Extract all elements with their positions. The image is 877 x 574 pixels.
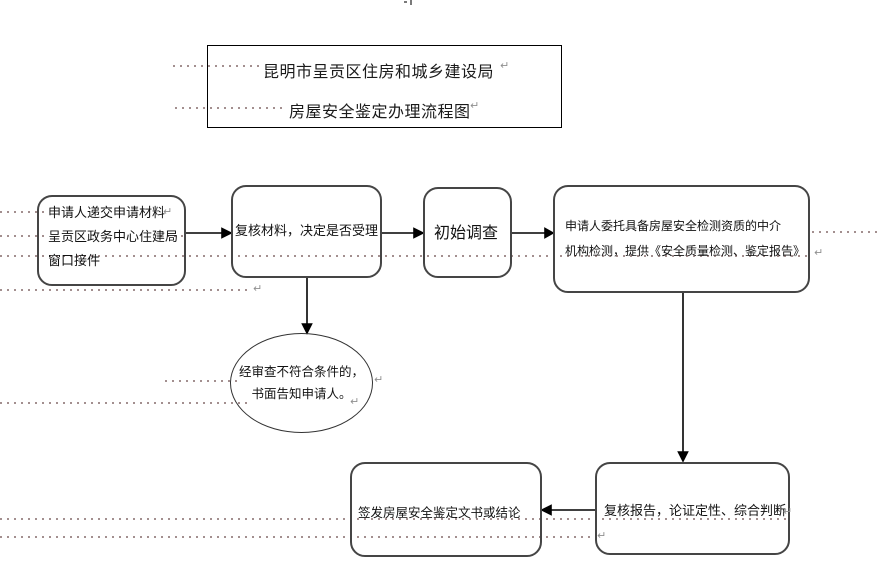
node-review-material-label: 复核材料，决定是否受理 <box>235 223 379 239</box>
paragraph-mark: ↵ <box>350 395 360 408</box>
dotted-leader-line <box>175 107 287 109</box>
node-reject-notice: 经审查不符合条件的， 书面告知申请人。 <box>230 333 373 433</box>
node-entrust-inspection-label: 申请人委托具备房屋安全检测资质的中介 机构检测，提供《安全质量检测、鉴定报告》 <box>565 219 806 258</box>
paragraph-mark: ↵ <box>597 529 607 542</box>
page-title-line1: 昆明市呈贡区住房和城乡建设局 <box>263 62 495 81</box>
page-title-line2: 房屋安全鉴定办理流程图 <box>289 102 471 121</box>
node-submit-application-label: 申请人递交申请材料 呈贡区政务中心住建局 窗口接件 <box>48 206 179 269</box>
dotted-leader-line <box>165 380 240 382</box>
node-submit-application: 申请人递交申请材料 呈贡区政务中心住建局 窗口接件 <box>37 195 186 286</box>
node-review-material: 复核材料，决定是否受理 <box>231 185 382 278</box>
stray-mark <box>410 0 412 5</box>
dotted-leader-line <box>0 536 592 538</box>
arrow-report-to-issue <box>540 504 595 516</box>
stray-mark <box>404 1 407 3</box>
paragraph-mark: ↵ <box>470 99 480 112</box>
node-initial-survey: 初始调查 <box>423 187 512 278</box>
arrow-review-to-reject <box>301 278 313 335</box>
node-issue-document-label: 签发房屋安全鉴定文书或结论 <box>358 505 521 520</box>
paragraph-mark: ↵ <box>783 505 793 518</box>
dotted-leader-line <box>0 518 786 520</box>
dotted-leader-line <box>0 235 45 237</box>
arrow-entrust-to-report <box>677 293 689 463</box>
paragraph-mark: ↵ <box>374 373 384 386</box>
node-issue-document: 签发房屋安全鉴定文书或结论 <box>350 462 542 557</box>
dotted-leader-line <box>0 402 250 404</box>
dotted-leader-line <box>0 255 812 257</box>
arrow-submit-to-review <box>186 227 233 239</box>
paragraph-mark: ↵ <box>163 205 173 218</box>
paragraph-mark: ↵ <box>814 246 824 259</box>
dotted-leader-line <box>160 235 186 237</box>
dotted-leader-line <box>812 231 877 233</box>
node-reject-notice-label: 经审查不符合条件的， 书面告知申请人。 <box>238 364 364 401</box>
paragraph-mark: ↵ <box>500 59 510 72</box>
title-box <box>207 45 562 128</box>
node-review-report: 复核报告，论证定性、综合判断 <box>595 462 790 555</box>
dotted-leader-line <box>0 211 45 213</box>
node-entrust-inspection: 申请人委托具备房屋安全检测资质的中介 机构检测，提供《安全质量检测、鉴定报告》 <box>553 185 810 293</box>
node-review-report-label: 复核报告，论证定性、综合判断 <box>604 504 787 519</box>
dotted-leader-line <box>173 65 263 67</box>
arrow-survey-to-entrust <box>512 227 555 239</box>
arrow-review-to-survey <box>382 227 425 239</box>
dotted-leader-line <box>0 289 252 291</box>
paragraph-mark: ↵ <box>253 282 263 295</box>
node-initial-survey-label: 初始调查 <box>434 222 499 242</box>
